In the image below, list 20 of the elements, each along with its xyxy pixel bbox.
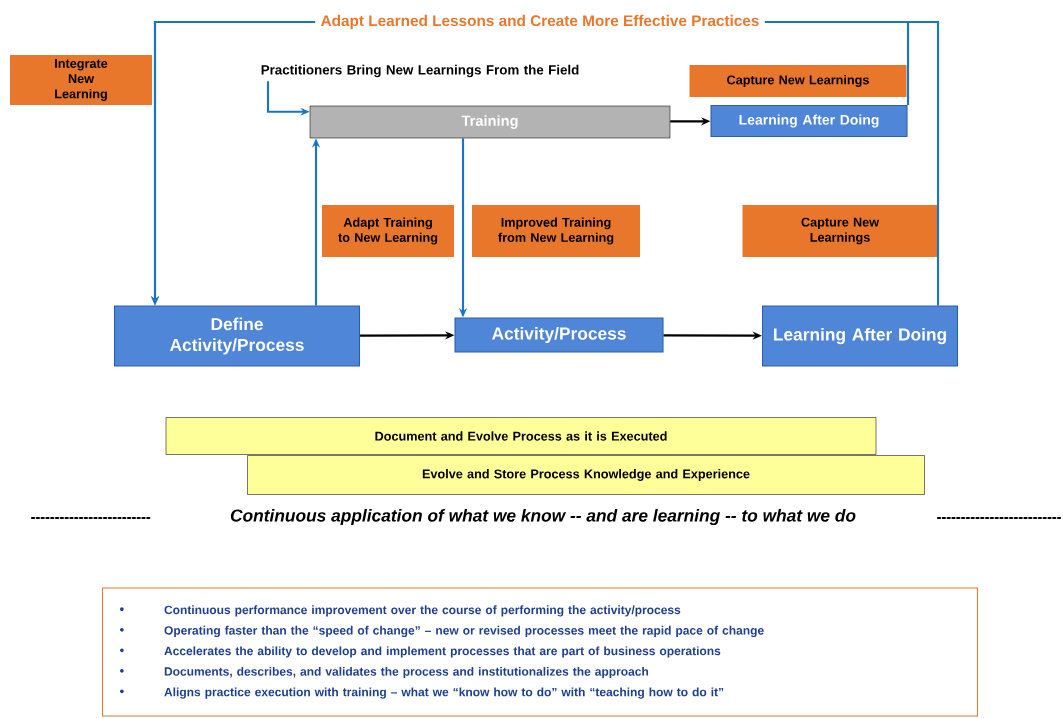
caption-text: Practitioners Bring New Learnings From the Field: [261, 64, 579, 78]
band: Evolve and Store Process Knowledge and Experience: [247, 455, 925, 495]
bullet-item: Operating faster than the “speed of change” – new or revised processes meet the rapid pace of change: [164, 625, 764, 638]
process-box: Activity/Process: [454, 317, 664, 353]
band: Document and Evolve Process as it is Executed: [165, 417, 877, 455]
process-box: Define Activity/Process: [113, 305, 361, 367]
edge-label: Adapt Learned Lessons and Create More Effective Practices: [315, 12, 765, 32]
training-bar: Training: [309, 105, 671, 139]
label-box: Capture New Learnings: [742, 205, 938, 257]
bullet-item: Aligns practice execution with training – what we “know how to do” with “teaching how to do it”: [164, 687, 724, 699]
process-box: Learning After Doing: [710, 104, 908, 138]
bullet-item: Accelerates the ability to develop and implement processes that are part of business operations: [164, 646, 721, 658]
label-box: Integrate New Learning: [10, 55, 152, 105]
process-box: Learning After Doing: [761, 305, 959, 367]
label-box: Capture New Learnings: [689, 65, 907, 97]
label-box: Improved Training from New Learning: [472, 205, 640, 257]
bullet-item: Continuous performance improvement over the course of performing the activity/process: [164, 605, 681, 617]
bullet-item: Documents, describes, and validates the process and institutionalizes the approach: [164, 666, 649, 679]
label-box: Adapt Training to New Learning: [322, 205, 454, 257]
bullet-list-box: [101, 587, 979, 717]
